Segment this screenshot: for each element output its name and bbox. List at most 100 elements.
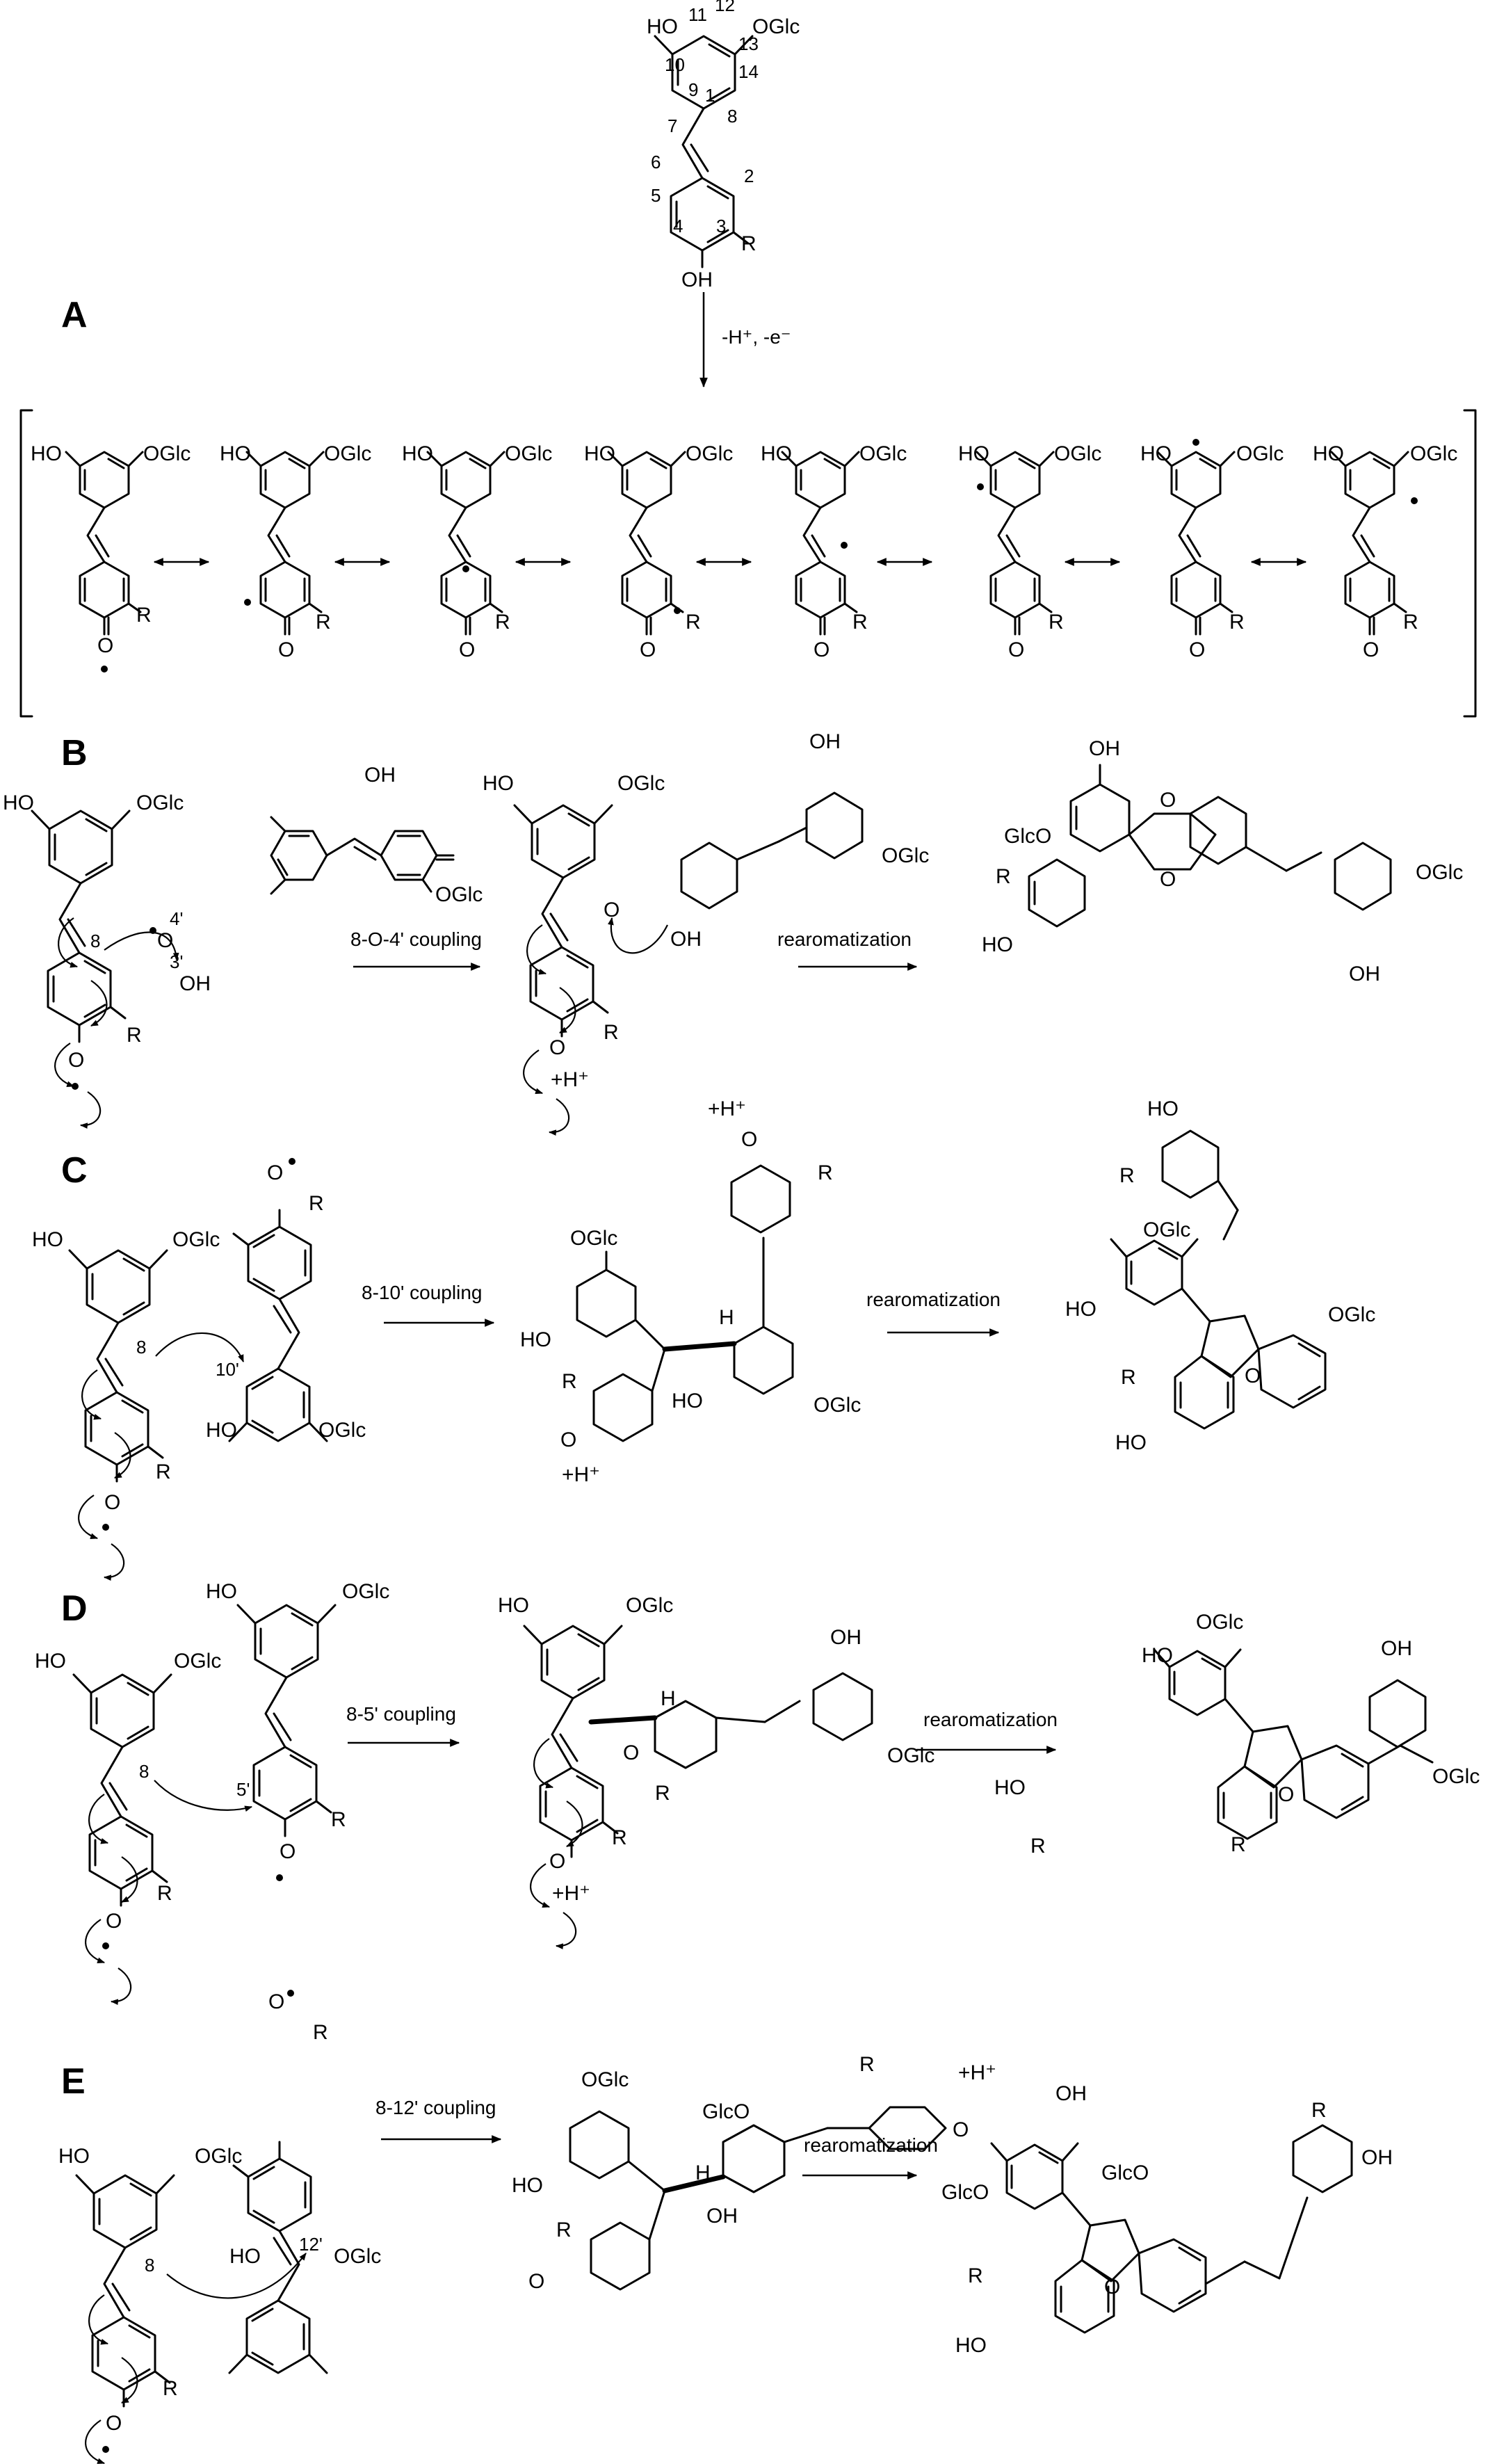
d-coupling-label: 8-5' coupling [346, 1703, 456, 1725]
svg-text:R: R [331, 1808, 346, 1831]
locant-12: 12 [715, 0, 735, 15]
starting-stilbene: HO OGlc R OH 1 2 3 4 5 6 7 8 9 10 11 12 … [647, 0, 800, 291]
resonance-form-7: HO OGlc R O [1140, 439, 1284, 661]
svg-text:O: O [604, 899, 620, 921]
svg-text:12': 12' [299, 2234, 323, 2255]
label-oh: OH [681, 268, 713, 291]
svg-text:GlcO: GlcO [1004, 825, 1051, 848]
svg-text:OGlc: OGlc [626, 1594, 673, 1617]
svg-text:OGlc: OGlc [686, 442, 733, 465]
svg-text:HO: HO [1142, 1644, 1173, 1667]
label-r: R [741, 232, 756, 255]
svg-text:3': 3' [170, 951, 183, 972]
panel-label-b: B [61, 733, 88, 773]
panel-label-c: C [61, 1150, 88, 1191]
svg-text:OH: OH [809, 730, 841, 753]
svg-text:GlcO: GlcO [941, 2181, 989, 2204]
svg-text:OGlc: OGlc [1410, 442, 1457, 465]
svg-text:O: O [1160, 789, 1176, 812]
svg-text:OGlc: OGlc [1054, 442, 1101, 465]
svg-text:OH: OH [1381, 1637, 1412, 1660]
svg-text:HO: HO [955, 2334, 987, 2357]
svg-text:HO: HO [1065, 1298, 1097, 1321]
svg-text:O: O [623, 1741, 639, 1764]
svg-text:O: O [1278, 1783, 1294, 1806]
svg-text:OGlc: OGlc [1432, 1765, 1480, 1788]
locant-5: 5 [651, 185, 661, 206]
svg-text:R: R [313, 2021, 328, 2044]
svg-text:R: R [852, 611, 868, 634]
svg-text:+H⁺: +H⁺ [958, 2061, 996, 2084]
svg-text:OGlc: OGlc [859, 442, 907, 465]
svg-text:R: R [859, 2053, 875, 2076]
svg-text:O: O [814, 638, 830, 661]
svg-text:OGlc: OGlc [334, 2245, 381, 2268]
svg-text:OH: OH [364, 764, 396, 787]
svg-text:R: R [562, 1370, 577, 1393]
resonance-forms: HO OGlc R O HO OGlc R O HO OGlc R O HO [31, 439, 1457, 673]
label-ho: HO [647, 15, 678, 38]
svg-text:HO: HO [1140, 442, 1172, 465]
svg-text:O: O [953, 2118, 969, 2141]
svg-text:OGlc: OGlc [342, 1580, 389, 1603]
svg-text:HO: HO [35, 1650, 66, 1673]
svg-text:O: O [528, 2270, 544, 2293]
svg-text:R: R [996, 865, 1011, 888]
left-bracket [19, 409, 33, 718]
svg-text:OH: OH [670, 928, 702, 951]
svg-text:O: O [267, 1161, 283, 1184]
locant-13: 13 [738, 33, 759, 54]
svg-text:HO: HO [1115, 1431, 1147, 1454]
svg-text:R: R [1403, 611, 1418, 634]
svg-text:O: O [1189, 638, 1205, 661]
svg-text:O: O [1363, 638, 1379, 661]
svg-text:8: 8 [145, 2255, 154, 2276]
svg-text:HO: HO [498, 1594, 529, 1617]
svg-text:HO: HO [1147, 1097, 1179, 1120]
svg-text:HO: HO [584, 442, 615, 465]
svg-text:OGlc: OGlc [882, 844, 929, 867]
svg-text:OGlc: OGlc [617, 772, 665, 795]
svg-text:R: R [1119, 1164, 1135, 1187]
resonance-form-8: HO OGlc R O [1313, 442, 1457, 661]
locant-9: 9 [688, 79, 698, 100]
svg-text:4': 4' [170, 908, 183, 929]
svg-text:OH: OH [1349, 963, 1380, 985]
svg-text:R: R [163, 2377, 178, 2400]
svg-text:R: R [612, 1826, 627, 1849]
svg-text:OGlc: OGlc [318, 1419, 366, 1442]
svg-text:OGlc: OGlc [136, 791, 184, 814]
svg-text:R: R [495, 611, 510, 634]
svg-text:R: R [1030, 1835, 1046, 1858]
svg-text:OGlc: OGlc [1196, 1611, 1243, 1634]
locant-4: 4 [673, 216, 683, 236]
svg-text:R: R [127, 1024, 142, 1047]
svg-text:HO: HO [761, 442, 792, 465]
svg-text:OGlc: OGlc [1328, 1303, 1375, 1326]
panel-b: HO OGlc 8 R O OH OGlc O 4' 3' OH 8-O-4' … [3, 730, 1463, 1132]
svg-text:R: R [1231, 1833, 1246, 1856]
locant-14: 14 [738, 61, 759, 82]
svg-text:HO: HO [994, 1776, 1026, 1799]
svg-text:O: O [1245, 1364, 1261, 1387]
svg-text:OGlc: OGlc [505, 442, 552, 465]
svg-text:R: R [157, 1882, 172, 1905]
svg-text:O: O [280, 1840, 296, 1863]
svg-text:R: R [1311, 2099, 1327, 2122]
svg-text:R: R [156, 1460, 171, 1483]
svg-text:+H⁺: +H⁺ [552, 1882, 590, 1905]
svg-text:HO: HO [520, 1328, 551, 1351]
svg-text:R: R [1229, 611, 1245, 634]
svg-text:O: O [1104, 2276, 1120, 2298]
svg-text:R: R [1049, 611, 1064, 634]
svg-text:O: O [106, 1910, 122, 1933]
svg-text:O: O [549, 1036, 565, 1059]
svg-text:R: R [556, 2219, 572, 2241]
svg-text:8: 8 [139, 1761, 149, 1782]
svg-text:+H⁺: +H⁺ [551, 1068, 589, 1091]
svg-text:OGlc: OGlc [1416, 861, 1463, 884]
svg-text:HO: HO [206, 1580, 237, 1603]
svg-text:O: O [104, 1491, 120, 1514]
svg-text:OH: OH [1055, 2082, 1087, 2105]
svg-text:GlcO: GlcO [702, 2100, 750, 2123]
